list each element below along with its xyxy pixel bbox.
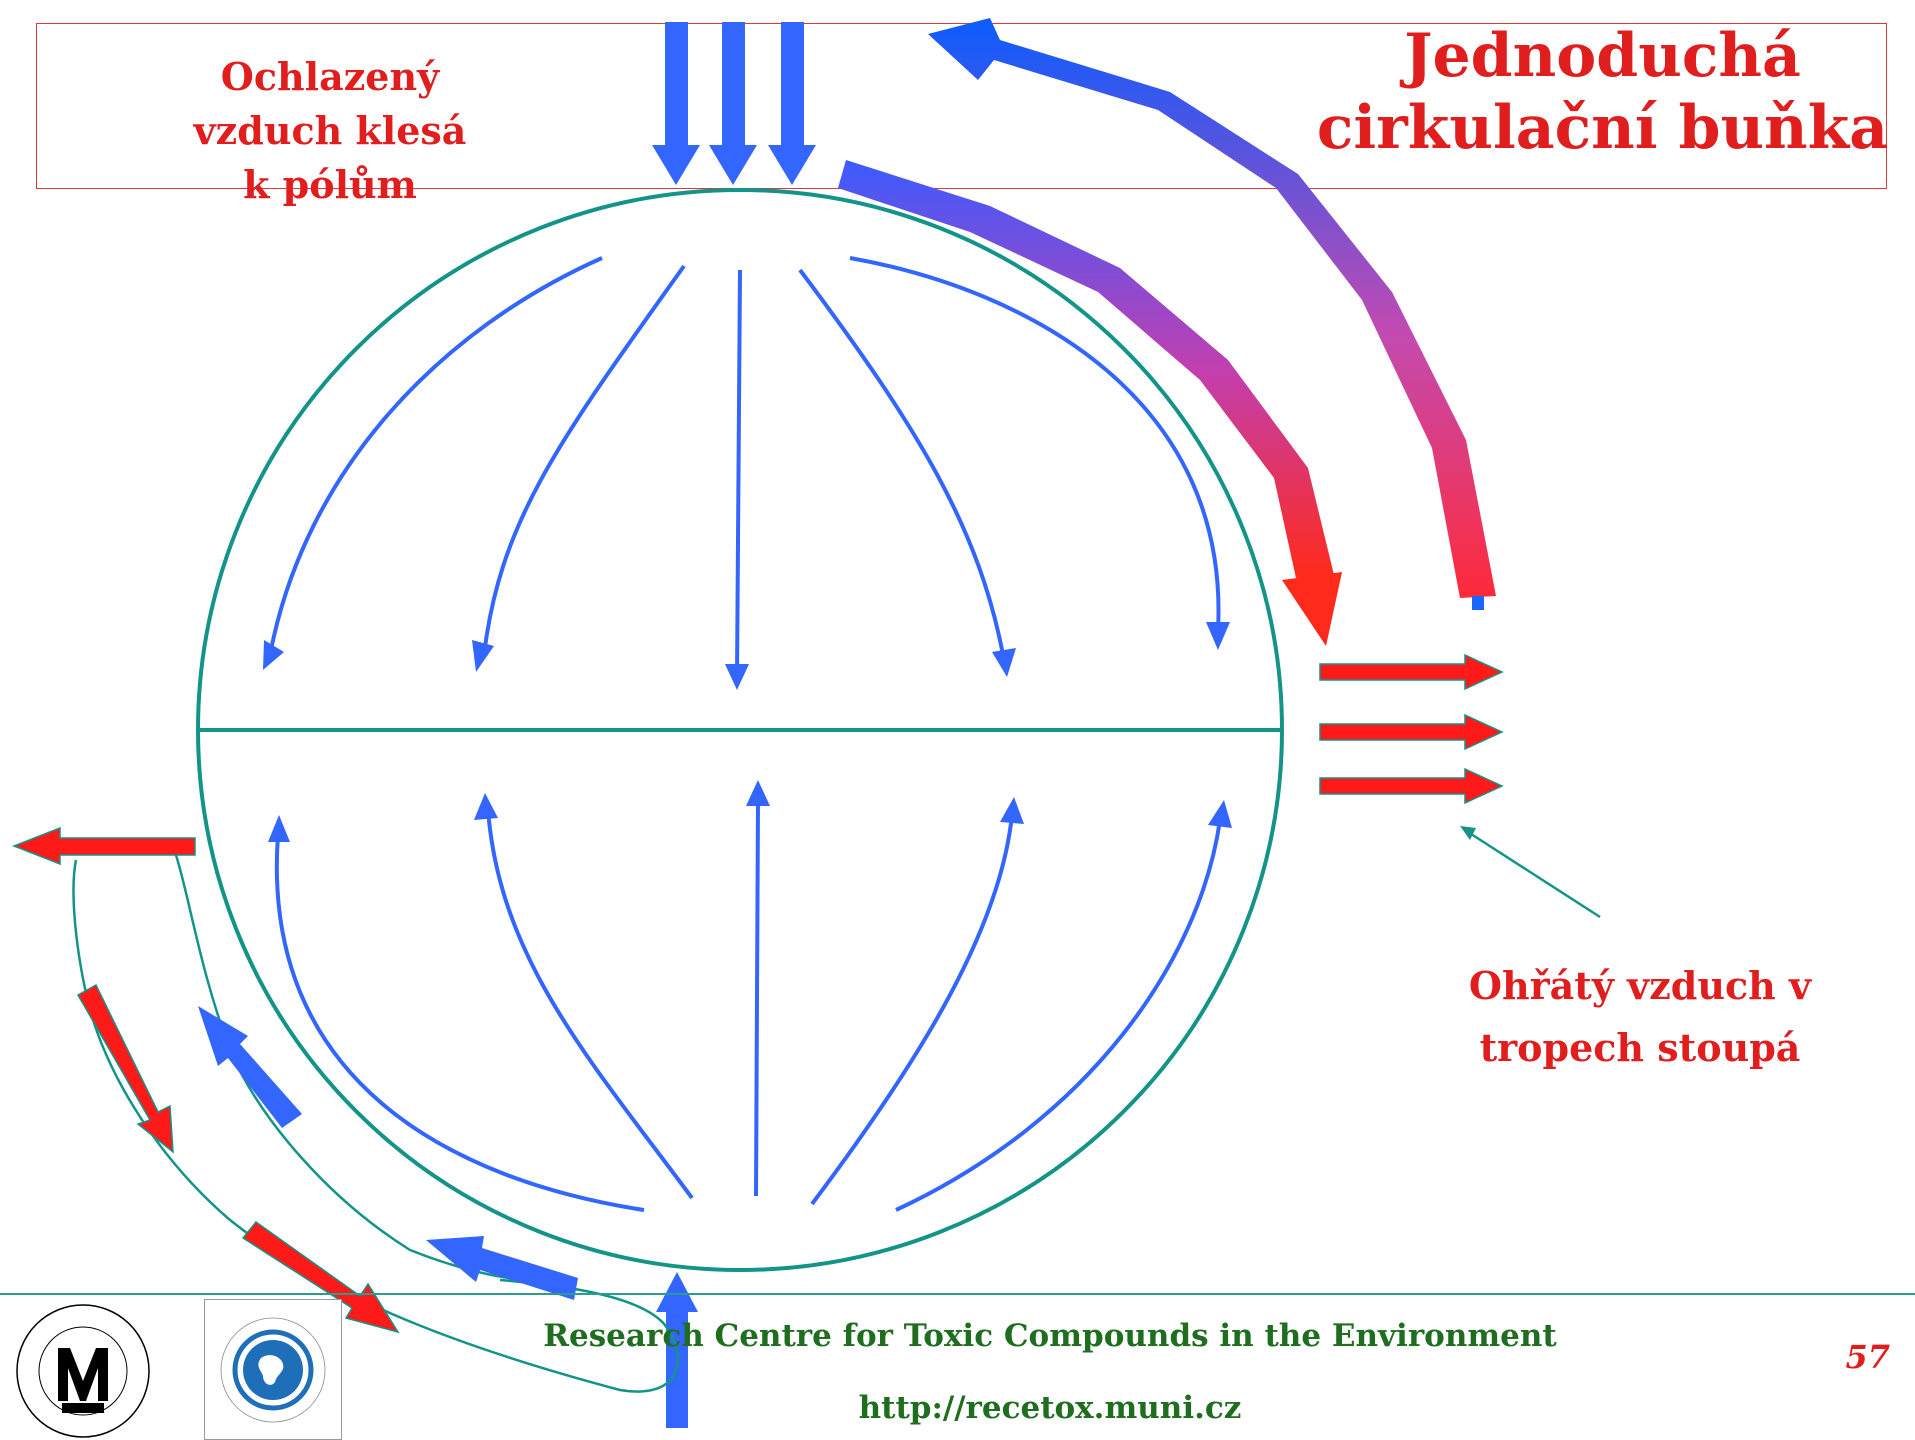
south-head-5 [1208, 800, 1232, 828]
footer-divider [0, 1293, 1915, 1295]
north-head-3 [725, 664, 749, 690]
south-head-3 [746, 780, 770, 806]
polar-label-line-2: vzduch klesá [193, 108, 467, 153]
tropics-label-line-2: tropech stoupá [1479, 1025, 1801, 1070]
page-number: 57 [1845, 1338, 1890, 1376]
north-head-5 [1206, 622, 1230, 650]
north-flow-4 [798, 268, 1006, 661]
northern-arrowheads [263, 622, 1230, 690]
masaryk-university-logo [8, 1303, 158, 1440]
southern-flows [274, 799, 1222, 1212]
south-head-2 [474, 793, 498, 820]
north-flow-2 [482, 264, 686, 656]
title-box [36, 23, 1887, 189]
descending-gradient-arrow [838, 160, 1334, 578]
south-flow-4 [810, 814, 1014, 1206]
right-arrow-2 [1319, 713, 1504, 751]
footer-organization: Research Centre for Toxic Compounds in t… [543, 1318, 1557, 1354]
south-head-1 [268, 815, 290, 842]
lower-left-red-arrows [76, 983, 400, 1334]
recetox-logo-graphic [220, 1317, 326, 1423]
polar-down-arrow-2 [709, 22, 757, 185]
rising-tail-blue [1472, 596, 1484, 610]
globe [196, 188, 1284, 1272]
descending-gradient-arrow-head [1282, 572, 1342, 646]
left-blue-arrow-2 [426, 1236, 578, 1300]
north-flow-1 [268, 256, 603, 656]
slide-title: Jednoduchá cirkulační buňka [1316, 21, 1889, 163]
equator-left-arrow [11, 826, 196, 866]
polar-down-arrow-1 [652, 22, 700, 185]
tropics-air-label: Ohřátý vzduch v tropech stoupá [1440, 955, 1840, 1079]
tropics-label-line-1: Ohřátý vzduch v [1468, 963, 1812, 1008]
masaryk-university-logo-graphic [16, 1304, 150, 1438]
left-red-arrow-2 [241, 1220, 400, 1334]
left-red-arrow-1 [76, 983, 174, 1154]
north-flow-5 [849, 256, 1221, 631]
north-flow-3 [735, 269, 742, 677]
north-head-1 [263, 640, 284, 670]
south-flow-2 [486, 809, 694, 1200]
southern-arrowheads [268, 780, 1232, 842]
south-head-4 [1000, 797, 1024, 824]
polar-down-arrow-3 [768, 22, 816, 185]
polar-label-line-3: k pólům [243, 162, 417, 207]
tropics-pointer [1460, 826, 1601, 919]
north-head-2 [472, 640, 494, 672]
recetox-logo [204, 1299, 342, 1440]
left-blue-arrow-1 [198, 1006, 302, 1128]
lower-left-blue-arrows [198, 1006, 578, 1300]
south-flow-3 [754, 799, 760, 1197]
south-flow-1 [274, 834, 645, 1212]
polar-down-arrows [652, 22, 816, 185]
large-gradient-arrows [838, 18, 1496, 646]
right-arrow-3 [1319, 767, 1504, 805]
north-head-4 [992, 648, 1016, 677]
equator-right-arrows [1319, 653, 1504, 805]
footer-url[interactable]: http://recetox.muni.cz [858, 1390, 1242, 1426]
right-arrow-1 [1319, 653, 1504, 691]
rising-gradient-arrow [928, 18, 1496, 598]
tropics-pointer-head [1460, 826, 1476, 840]
globe-outline [196, 188, 1284, 1272]
polar-air-label: Ochlazený vzduch klesá k pólům [170, 50, 490, 212]
south-flow-5 [895, 819, 1222, 1212]
northern-flows [268, 256, 1221, 677]
polar-label-line-1: Ochlazený [220, 54, 440, 99]
tropics-pointer-line [1467, 830, 1601, 919]
